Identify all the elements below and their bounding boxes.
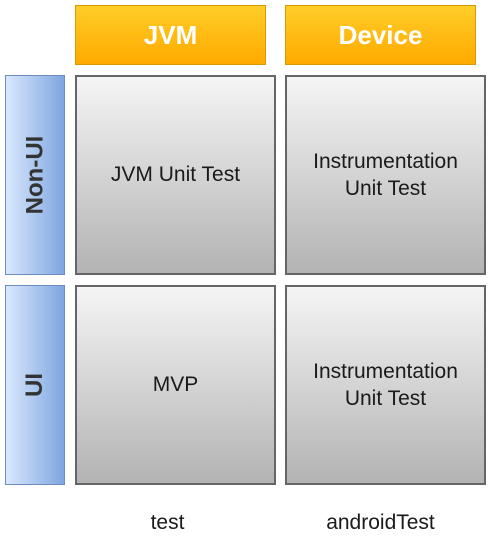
cell-label: Instrumentation Unit Test [313,359,458,410]
row-header-label: UI [21,373,48,397]
row-header-label: Non-UI [21,135,48,215]
row-header-non-ui: Non-UI [5,75,65,275]
row-header-ui: UI [5,285,65,485]
cell-label: Instrumentation Unit Test [313,149,458,200]
footer-label-android-test: androidTest [326,511,435,534]
column-header-jvm: JVM [75,5,266,65]
cell-jvm-ui: MVP [75,285,276,485]
cell-label: JVM Unit Test [110,163,241,187]
cell-jvm-non-ui: JVM Unit Test [75,75,276,275]
cell-device-ui: Instrumentation Unit Test [285,285,486,485]
footer-label-test: test [150,511,185,534]
cell-device-non-ui: Instrumentation Unit Test [285,75,486,275]
column-header-device: Device [285,5,476,65]
cell-label: MVP [152,373,199,397]
column-header-label: Device [338,19,423,50]
column-header-label: JVM [143,19,198,50]
